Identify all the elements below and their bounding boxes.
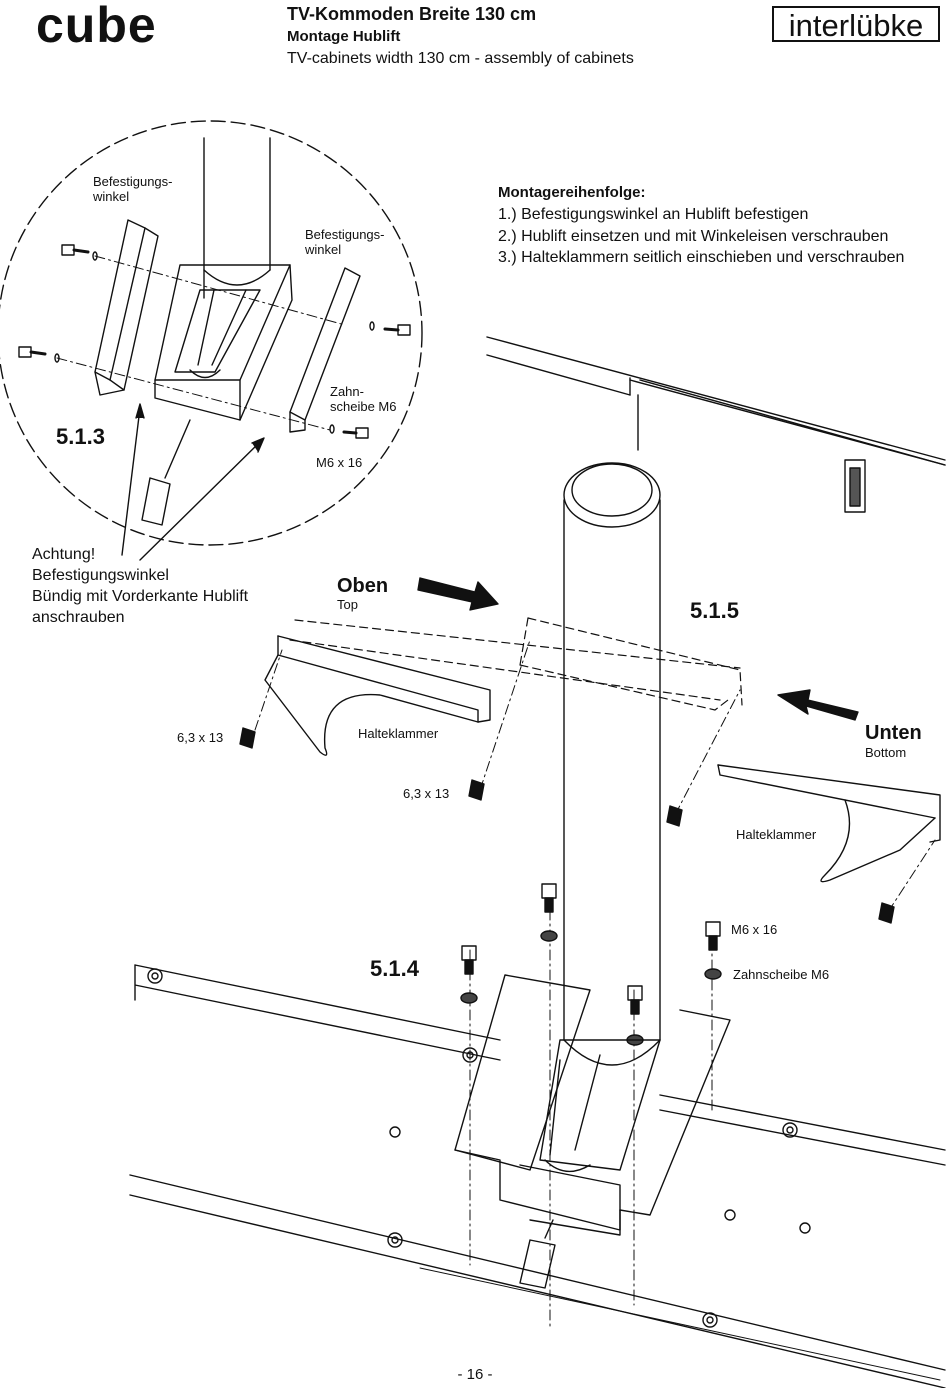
warning-line-2: Befestigungswinkel bbox=[32, 567, 169, 584]
label-screw-detail: M6 x 16 bbox=[316, 455, 363, 470]
page-subtitle: Montage Hublift bbox=[287, 28, 401, 45]
step-number-514: 5.1.4 bbox=[370, 956, 419, 981]
label-oben: Oben bbox=[337, 575, 389, 597]
arrow-unten bbox=[777, 689, 859, 721]
detail-connector bbox=[141, 419, 191, 526]
cabinet-clip bbox=[844, 459, 866, 513]
arrow-oben bbox=[417, 577, 499, 611]
label-screw-b: 6,3 x 13 bbox=[403, 786, 450, 801]
warning-line-4: anschrauben bbox=[32, 609, 125, 626]
label-bracket-right: Befestigungs- winkel bbox=[305, 227, 385, 257]
page-subtitle-en: TV-cabinets width 130 cm - assembly of c… bbox=[287, 50, 634, 67]
instruction-step-2: 2.) Hublift einsetzen und mit Winkeleise… bbox=[498, 228, 889, 245]
instruction-step-1: 1.) Befestigungswinkel an Hublift befest… bbox=[498, 206, 809, 223]
label-halteklammer-right: Halteklammer bbox=[736, 827, 817, 842]
rail-bolts bbox=[147, 968, 811, 1328]
detail-circle bbox=[0, 120, 423, 546]
detail-lift-column bbox=[154, 137, 293, 421]
detail-bracket-left bbox=[94, 219, 159, 396]
base-rails bbox=[129, 964, 946, 1388]
lift-column bbox=[563, 462, 661, 1066]
label-washer-m6: Zahnscheibe M6 bbox=[733, 967, 830, 982]
lift-base-plate bbox=[454, 974, 731, 1236]
interluebke-logo: interlübke bbox=[772, 6, 940, 43]
warning-arrows bbox=[121, 403, 265, 561]
step-number-515: 5.1.5 bbox=[690, 598, 739, 623]
label-screw-m6: M6 x 16 bbox=[731, 922, 778, 937]
page-number: - 16 - bbox=[457, 1366, 493, 1383]
main-bolts bbox=[460, 883, 722, 1046]
halteklammer-right-part bbox=[717, 764, 941, 883]
label-screw-a: 6,3 x 13 bbox=[177, 730, 224, 745]
label-unten: Unten bbox=[865, 722, 922, 744]
cabinet-top bbox=[486, 336, 946, 466]
step-number-513: 5.1.3 bbox=[56, 424, 105, 449]
label-washer-detail: Zahn- scheibe M6 bbox=[330, 384, 397, 414]
brand-name: cube bbox=[36, 0, 157, 53]
warning-line-1: Achtung! bbox=[32, 546, 96, 563]
detail-screws bbox=[18, 244, 411, 439]
page-title: TV-Kommoden Breite 130 cm bbox=[287, 4, 537, 24]
halteklammer-left-part bbox=[264, 635, 491, 756]
label-bracket-left: Befestigungs- winkel bbox=[93, 174, 173, 204]
instruction-step-3: 3.) Halteklammern seitlich einschieben u… bbox=[498, 249, 905, 266]
main-screws bbox=[239, 727, 895, 924]
main-connector bbox=[519, 1219, 556, 1289]
warning-line-3: Bündig mit Vorderkante Hublift bbox=[32, 588, 249, 605]
label-bottom: Bottom bbox=[865, 745, 907, 760]
label-top: Top bbox=[337, 597, 358, 612]
instructions-heading: Montagereihenfolge: bbox=[498, 184, 646, 201]
label-halteklammer-left: Halteklammer bbox=[358, 726, 439, 741]
detail-bracket-right bbox=[289, 267, 361, 433]
